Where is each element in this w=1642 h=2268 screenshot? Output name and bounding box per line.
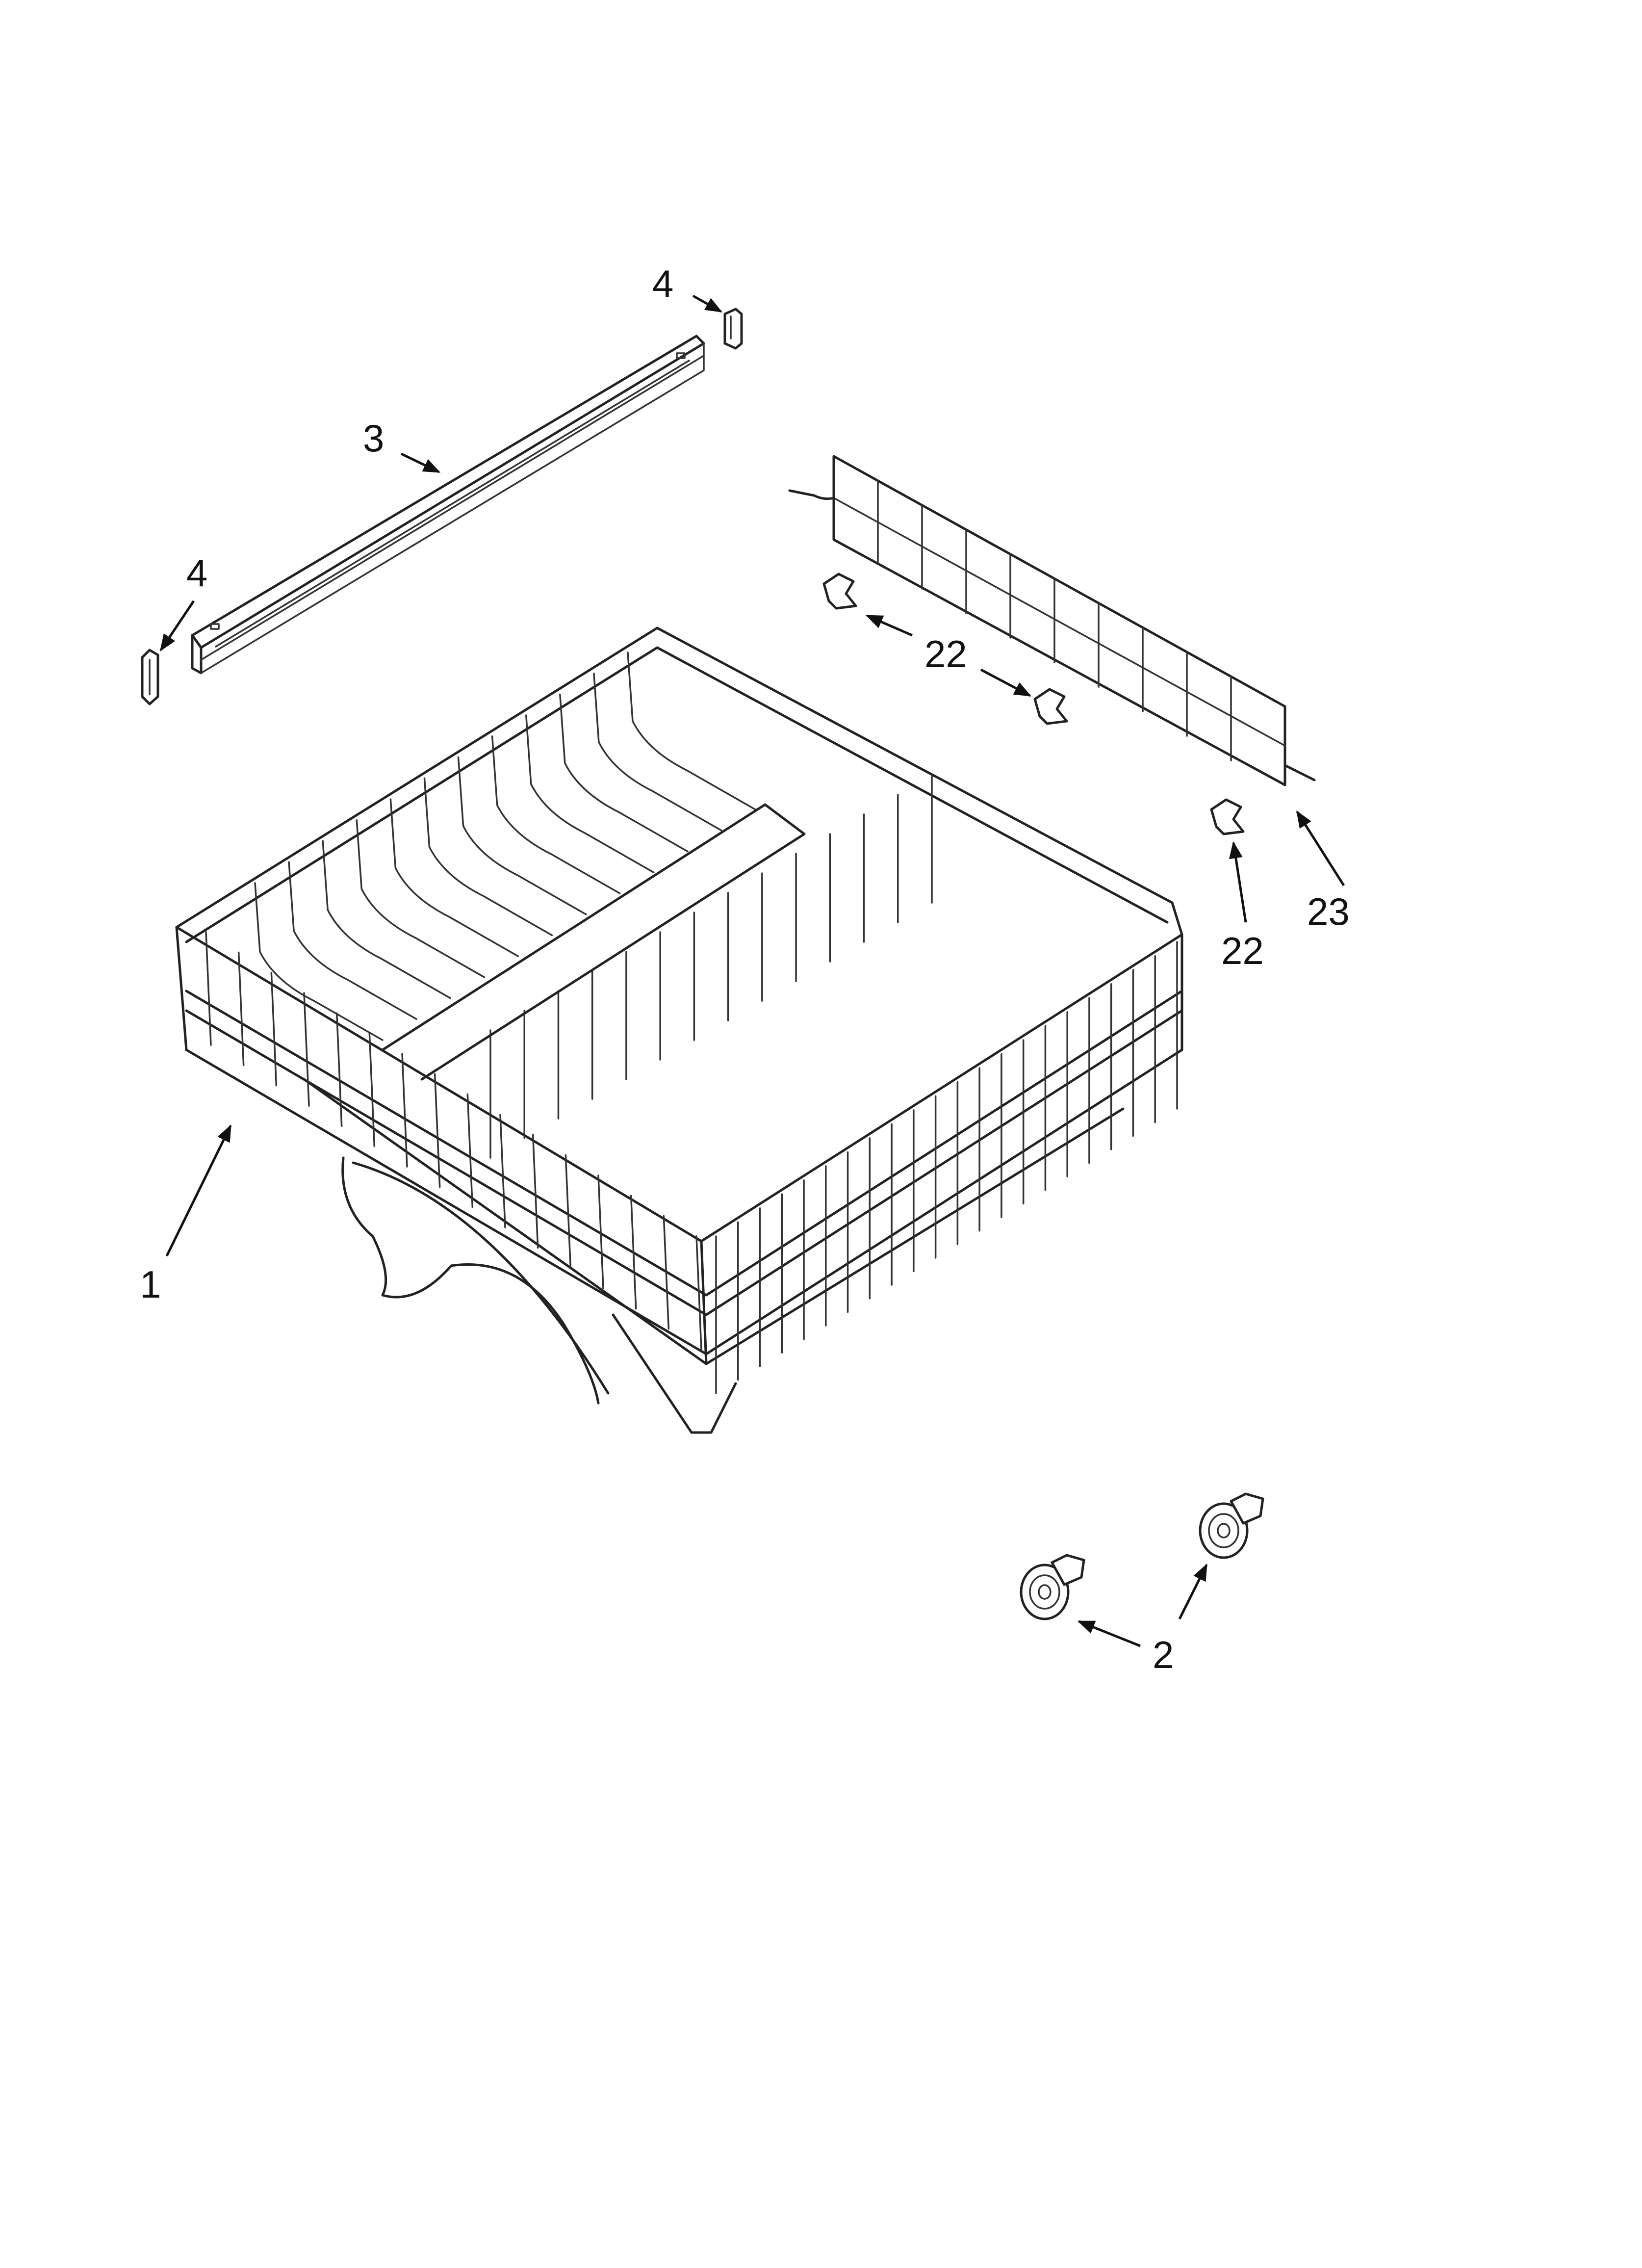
leader-4-top	[692, 294, 723, 313]
inner-tine	[423, 777, 553, 937]
side-tine	[270, 971, 278, 1087]
inner-tine	[356, 819, 486, 978]
inner-tine	[525, 714, 655, 873]
callout-22-bottom: 22	[1221, 929, 1264, 972]
side-tine	[335, 1012, 343, 1127]
inner-tine	[491, 735, 621, 894]
leader-2-left	[1077, 1620, 1141, 1647]
wheel-part-2-left	[1020, 1554, 1085, 1620]
leader-1	[165, 1124, 232, 1257]
leader-22-c	[1229, 841, 1247, 923]
side-tine	[564, 1154, 572, 1269]
callout-23: 23	[1307, 890, 1350, 933]
side-tine	[499, 1114, 506, 1228]
rail-part-3	[191, 335, 705, 675]
clip-part-22-c	[1210, 798, 1245, 835]
side-tine	[237, 951, 245, 1067]
callout-3: 3	[363, 417, 384, 460]
inner-tine	[457, 756, 587, 915]
inner-tine	[254, 882, 384, 1041]
leader-22-a	[865, 614, 913, 637]
end-cap-part-4-top	[723, 308, 743, 350]
side-tine	[303, 992, 310, 1107]
inner-tine	[627, 652, 756, 810]
clip-part-22-b	[1033, 688, 1068, 725]
inner-tine	[288, 861, 417, 1020]
side-tine	[663, 1215, 670, 1330]
leader-22-b	[980, 668, 1032, 697]
callout-2: 2	[1153, 1633, 1174, 1676]
grid-divider-part-23	[788, 455, 1316, 786]
inner-tine	[559, 693, 689, 853]
side-tine	[205, 931, 212, 1046]
clip-part-22-a	[822, 573, 857, 610]
side-tine	[532, 1134, 539, 1249]
side-tine	[695, 1235, 702, 1350]
leader-2-right	[1178, 1563, 1208, 1620]
end-cap-part-4-left	[141, 649, 159, 705]
side-tine	[630, 1195, 637, 1310]
callout-22-top: 22	[924, 632, 967, 676]
side-tine	[368, 1032, 376, 1147]
callout-labels: 4 3 4 22 22 23 1 2	[140, 262, 1350, 1676]
callout-1: 1	[140, 1263, 161, 1306]
leader-4-left	[159, 600, 195, 652]
inner-tine	[593, 672, 722, 832]
leader-3	[400, 452, 441, 473]
leader-lines	[159, 294, 1345, 1647]
side-tine	[466, 1093, 474, 1208]
callout-4-left: 4	[186, 551, 207, 595]
callout-4-top: 4	[652, 262, 673, 305]
side-tine	[434, 1073, 441, 1188]
inner-tine	[322, 840, 451, 999]
side-tine	[401, 1053, 408, 1168]
inner-tine	[389, 798, 519, 957]
side-tine	[597, 1174, 604, 1289]
wheel-part-2-right	[1199, 1492, 1264, 1559]
rack-part-1	[175, 626, 1183, 1434]
leader-23	[1296, 810, 1345, 886]
